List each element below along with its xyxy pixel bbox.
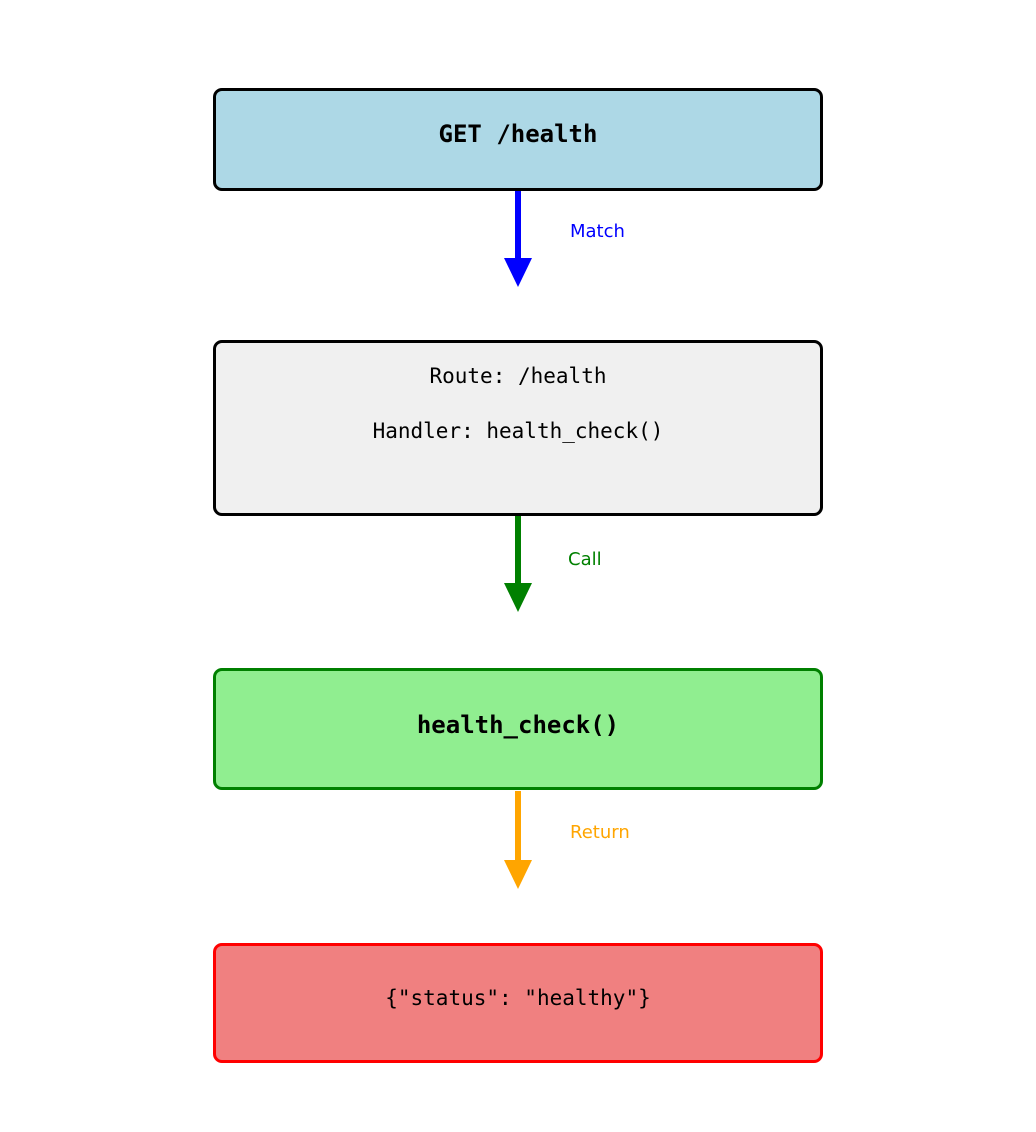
call-arrow — [504, 514, 532, 612]
node-handler: health_check() — [213, 668, 823, 790]
node-route: Route: /health Handler: health_check() — [213, 340, 823, 516]
edge-label-match: Match — [570, 221, 625, 242]
node-request-label: GET /health — [438, 120, 598, 148]
node-response-label: {"status": "healthy"} — [385, 986, 651, 1010]
match-arrow — [504, 189, 532, 287]
node-handler-label: health_check() — [416, 711, 620, 739]
node-request: GET /health — [213, 88, 823, 191]
node-route-path-line: Route: /health — [429, 364, 607, 388]
node-response: {"status": "healthy"} — [213, 943, 823, 1063]
return-arrow — [504, 791, 532, 889]
node-route-handler-line: Handler: health_check() — [372, 419, 664, 443]
edge-label-call: Call — [568, 549, 602, 570]
edge-label-return: Return — [570, 822, 630, 843]
